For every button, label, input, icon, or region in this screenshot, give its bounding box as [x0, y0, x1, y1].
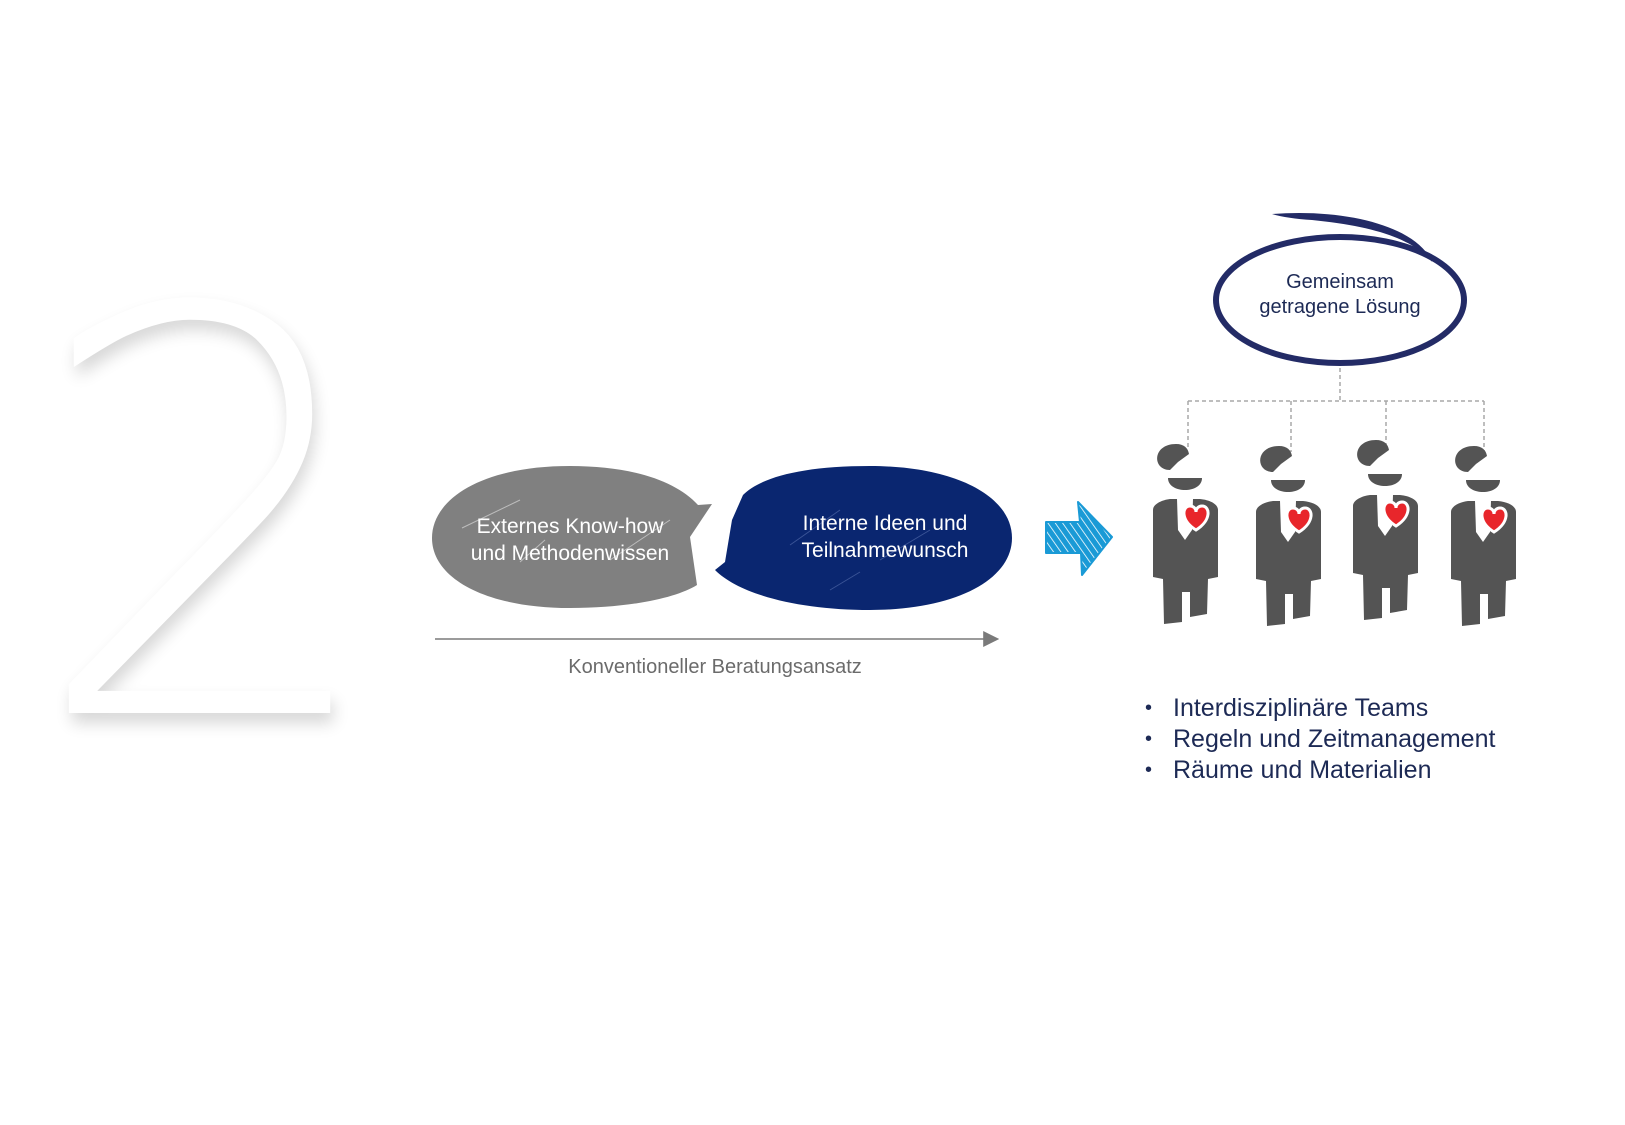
solution-line2: getragene Lösung: [1259, 296, 1421, 318]
heart-icon: [1382, 500, 1410, 528]
bubble-external-line2: und Methodenwissen: [470, 542, 670, 565]
step-number: 2: [30, 194, 387, 846]
connector-lines: [1187, 368, 1485, 452]
feature-item: • Räume und Materialien: [1140, 755, 1495, 786]
person-icon: [1153, 444, 1218, 624]
transition-arrow-icon: [1045, 501, 1113, 576]
person-icon: [1451, 446, 1516, 626]
solution-ellipse: [1213, 212, 1467, 366]
bullet: •: [1145, 697, 1153, 719]
person-icon: [1353, 440, 1418, 620]
bubble-internal-label: Interne Ideen und Teilnahmewunsch: [735, 510, 1035, 564]
axis-label: Konventioneller Beratungsansatz: [568, 656, 862, 678]
bubble-external-label: Externes Know-how und Methodenwissen: [430, 513, 710, 567]
feature-text: Interdisziplinäre Teams: [1173, 694, 1429, 722]
feature-list: • Interdisziplinäre Teams • Regeln und Z…: [1140, 693, 1495, 786]
heart-icon: [1480, 506, 1508, 534]
bubble-external: [432, 466, 712, 608]
people-group: [1153, 440, 1516, 626]
bullet: •: [1145, 759, 1153, 781]
feature-text: Regeln und Zeitmanagement: [1173, 725, 1496, 753]
swoosh-icon: [1272, 212, 1432, 262]
heart-icon: [1182, 504, 1210, 532]
person-icon: [1256, 446, 1321, 626]
bubble-internal-line2: Teilnahmewunsch: [801, 539, 969, 562]
bubble-internal: [715, 466, 1012, 610]
feature-item: • Regeln und Zeitmanagement: [1140, 724, 1495, 755]
bullet: •: [1145, 728, 1153, 750]
feature-item: • Interdisziplinäre Teams: [1140, 693, 1495, 724]
solution-line1: Gemeinsam: [1286, 271, 1394, 293]
feature-text: Räume und Materialien: [1173, 756, 1432, 784]
bubble-external-line1: Externes Know-how: [476, 515, 664, 538]
bubble-internal-line1: Interne Ideen und: [802, 512, 968, 535]
solution-label: Gemeinsam getragene Lösung: [1200, 270, 1480, 320]
heart-icon: [1285, 506, 1313, 534]
